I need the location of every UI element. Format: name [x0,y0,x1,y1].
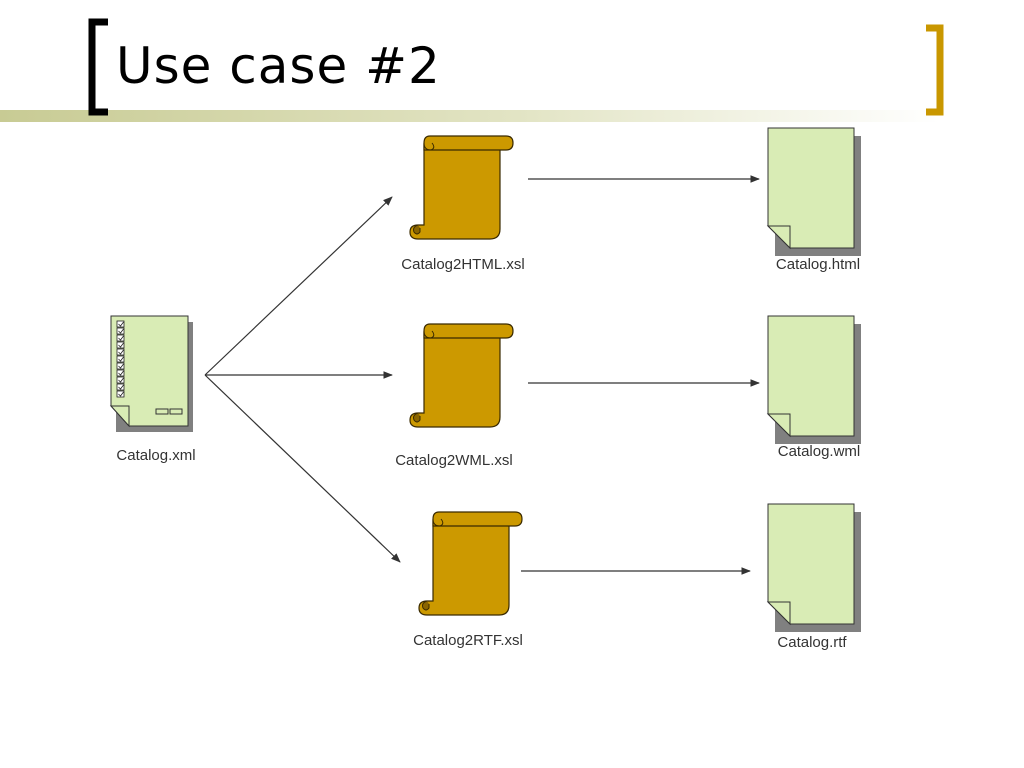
arrow-source-to-html-xsl [204,196,393,376]
header-band [0,110,940,122]
scroll-icon [418,511,523,616]
scroll-icon [409,323,514,428]
slide-title: Use case #2 [116,37,441,95]
output-label-rtf: Catalog.rtf [777,634,847,651]
stylesheet-label-html: Catalog2HTML.xsl [401,256,525,273]
document-icon [766,315,861,444]
arrow-source-to-rtf-xsl [204,374,401,563]
scroll-icon [409,135,514,240]
stylesheet-label-wml: Catalog2WML.xsl [395,452,513,469]
left-bracket [88,18,108,116]
output-label-wml: Catalog.wml [777,443,861,460]
stylesheet-label-rtf: Catalog2RTF.xsl [413,632,523,649]
source-label: Catalog.xml [116,447,196,464]
right-bracket [926,24,944,116]
document-icon [766,503,861,632]
document-icon [766,127,861,256]
checkbox-list-icon [116,320,125,398]
xml-document-icon [109,315,193,432]
output-label-html: Catalog.html [775,256,861,273]
